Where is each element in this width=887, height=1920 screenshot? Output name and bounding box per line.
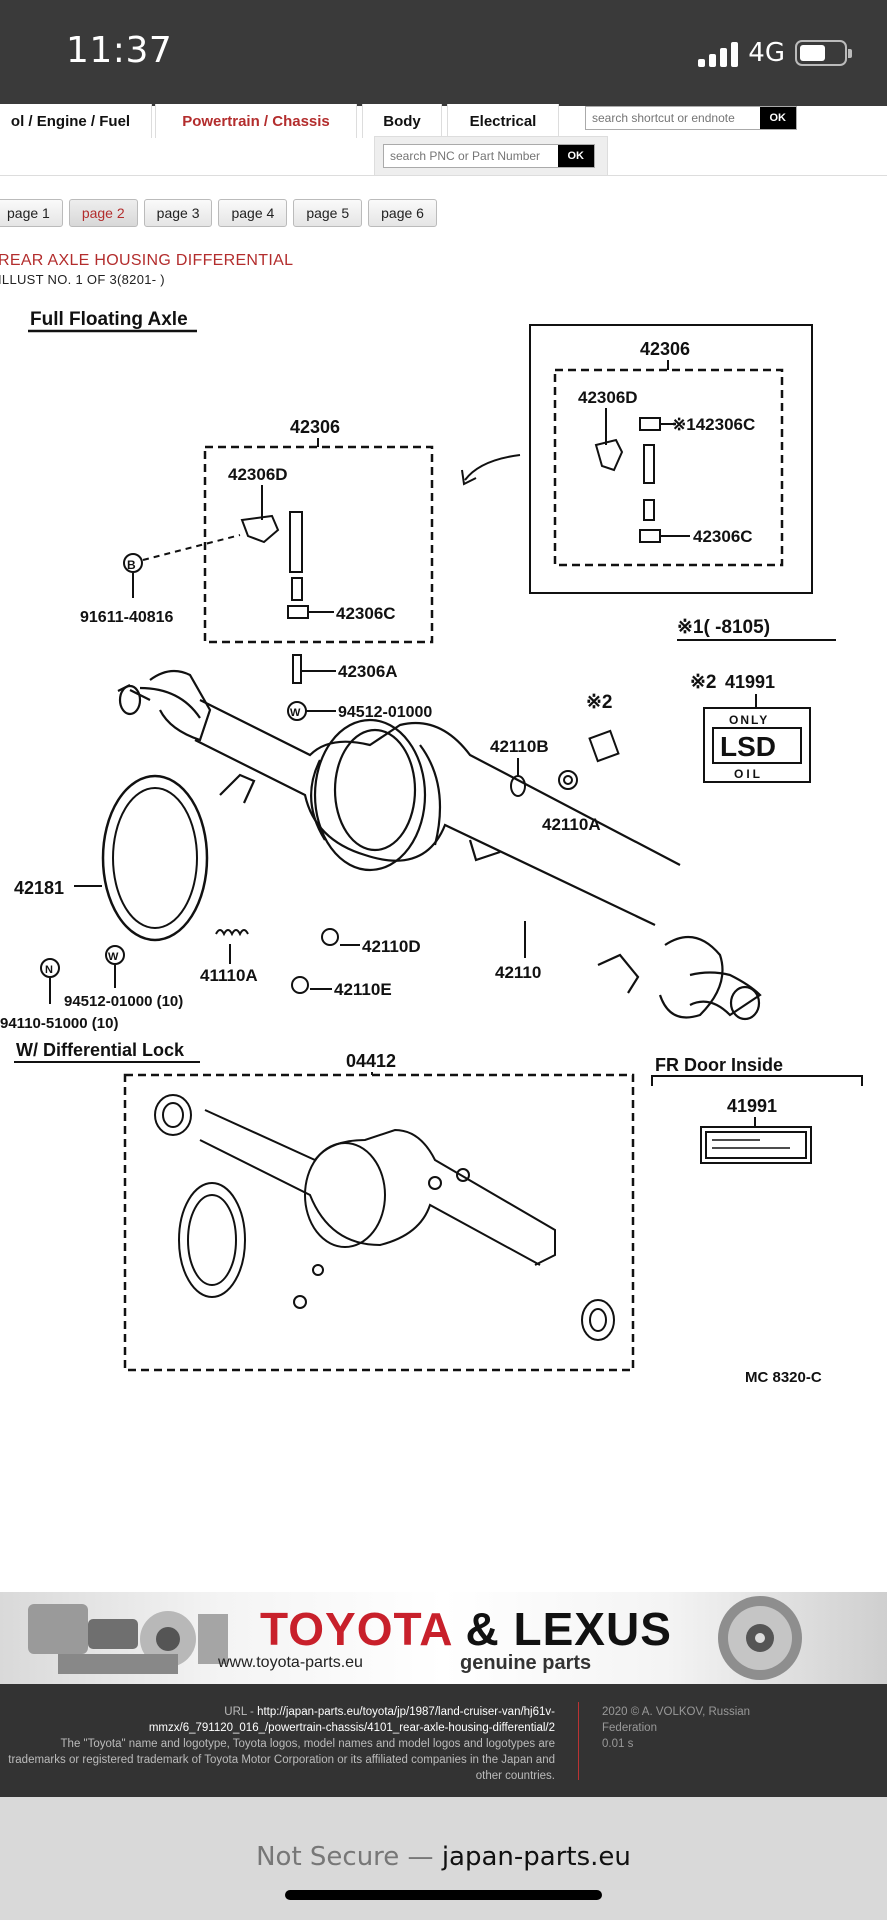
heading-fr-door-inside: FR Door Inside [655, 1055, 783, 1075]
label-42110d[interactable]: 42110D [362, 937, 421, 956]
section-title: REAR AXLE HOUSING DIFFERENTIAL [0, 252, 294, 269]
page-4-button[interactable]: page 4 [218, 199, 288, 227]
label-42110a-right[interactable]: 42110A [542, 815, 601, 834]
footer-timing: 0.01 s [602, 1738, 634, 1750]
label-42306c-inset[interactable]: 42306C [693, 527, 753, 546]
illustration-number: ILLUST NO. 1 OF 3(8201- ) [0, 272, 165, 287]
page-2-button[interactable]: page 2 [68, 199, 138, 227]
marker-b: B [127, 558, 136, 572]
label-42110[interactable]: 42110 [495, 963, 541, 982]
label-94512-01000[interactable]: 94512-01000 [338, 704, 432, 721]
clock: 11:37 [66, 30, 173, 71]
label-42306a[interactable]: 42306A [338, 662, 398, 681]
label-41991-lsd[interactable]: 41991 [725, 672, 775, 692]
heading-full-floating-axle: Full Floating Axle [30, 309, 188, 330]
site-footer: URL - http://japan-parts.eu/toyota/jp/19… [0, 1684, 887, 1797]
banner-url: www.toyota-parts.eu [218, 1654, 363, 1671]
footer-divider [578, 1702, 579, 1780]
pnc-search: OK [383, 144, 595, 168]
label-42110b[interactable]: 42110B [490, 737, 549, 756]
label-142306c-inset[interactable]: ※142306C [672, 415, 755, 434]
parts-diagram[interactable]: Full Floating Axle 42306 42306D ※142306C… [0, 292, 887, 1407]
label-42306c-left[interactable]: 42306C [336, 604, 396, 623]
shortcut-ok-button[interactable]: OK [759, 107, 796, 129]
network-type: 4G [748, 38, 785, 68]
label-42110e[interactable]: 42110E [334, 980, 392, 999]
footer-url-link-1[interactable]: http://japan-parts.eu/toyota/jp/1987/lan… [257, 1706, 555, 1718]
address-display[interactable]: Not Secure — japan-parts.eu [0, 1842, 887, 1872]
label-04412[interactable]: 04412 [346, 1051, 396, 1071]
not-secure-label: Not Secure — [256, 1842, 434, 1872]
footer-trademark: The "Toyota" name and logotype, Toyota l… [8, 1738, 555, 1782]
pnc-search-input[interactable] [384, 145, 558, 167]
label-42181[interactable]: 42181 [14, 878, 64, 898]
lsd-oil-text: OIL [734, 767, 763, 781]
pnc-ok-button[interactable]: OK [557, 145, 594, 167]
signal-icon [698, 39, 739, 67]
footer-left: URL - http://japan-parts.eu/toyota/jp/19… [0, 1704, 555, 1784]
page-6-button[interactable]: page 6 [368, 199, 437, 227]
tab-electrical[interactable]: Electrical [447, 104, 559, 138]
brand-ampersand: & [465, 1603, 500, 1655]
browser-address-bar[interactable]: Not Secure — japan-parts.eu [0, 1797, 887, 1920]
shortcut-search: OK [585, 106, 797, 130]
domain-label: japan-parts.eu [441, 1842, 631, 1872]
diagram-code: MC 8320-C [745, 1369, 822, 1386]
banner-tagline: genuine parts [460, 1652, 592, 1674]
label-91611-40816[interactable]: 91611-40816 [80, 609, 174, 626]
heading-differential-lock: W/ Differential Lock [16, 1040, 185, 1060]
label-42306d-inset[interactable]: 42306D [578, 388, 638, 407]
brand-toyota: TOYOTA [260, 1603, 452, 1655]
footer-url-label: URL - [224, 1706, 258, 1718]
marker-w-2: W [108, 951, 119, 963]
label-94512-01000-10[interactable]: 94512-01000 (10) [64, 993, 183, 1010]
category-tabs: ol / Engine / Fuel Powertrain / Chassis … [0, 104, 887, 176]
label-41991-door[interactable]: 41991 [727, 1096, 777, 1116]
shortcut-search-input[interactable] [586, 107, 760, 129]
footer-right: 2020 © A. VOLKOV, Russian Federation 0.0… [602, 1704, 802, 1752]
tab-powertrain-chassis[interactable]: Powertrain / Chassis [155, 104, 357, 138]
page-navigation: page 1 page 2 page 3 page 4 page 5 page … [0, 199, 437, 227]
label-mark2-lsd: ※2 [690, 672, 717, 693]
label-mark2: ※2 [586, 692, 613, 713]
label-42306-inset[interactable]: 42306 [640, 339, 690, 359]
toyota-lexus-banner[interactable]: TOYOTA & LEXUS www.toyota-parts.eu genui… [0, 1592, 887, 1684]
marker-w-1: W [290, 707, 301, 719]
brand-lexus: LEXUS [513, 1603, 672, 1655]
battery-icon [795, 40, 852, 66]
page-5-button[interactable]: page 5 [293, 199, 363, 227]
page-1-button[interactable]: page 1 [0, 199, 63, 227]
footer-copyright: 2020 © A. VOLKOV, Russian Federation [602, 1706, 751, 1734]
home-indicator[interactable] [285, 1890, 602, 1900]
tab-body[interactable]: Body [362, 104, 442, 138]
tab-engine-fuel[interactable]: ol / Engine / Fuel [0, 104, 152, 138]
lsd-only-text: ONLY [729, 713, 769, 727]
footer-url-link-2[interactable]: mmzx/6_791120_016_/powertrain-chassis/41… [148, 1722, 555, 1734]
status-icons: 4G [698, 38, 852, 68]
marker-n: N [45, 964, 53, 976]
engine-parts-image [28, 1604, 228, 1674]
label-94110-51000-10[interactable]: 94110-51000 (10) [0, 1015, 118, 1032]
page-3-button[interactable]: page 3 [143, 199, 213, 227]
label-42306-left[interactable]: 42306 [290, 417, 340, 437]
label-41110a[interactable]: 41110A [200, 966, 258, 985]
status-bar: 11:37 4G [0, 0, 887, 106]
label-mark1-range: ※1( -8105) [677, 617, 770, 638]
lsd-text: LSD [720, 731, 776, 762]
tabs-divider [0, 175, 887, 176]
label-42306d-left[interactable]: 42306D [228, 465, 288, 484]
fan-clutch-image [718, 1596, 802, 1680]
brand-logo: TOYOTA & LEXUS [260, 1602, 672, 1656]
